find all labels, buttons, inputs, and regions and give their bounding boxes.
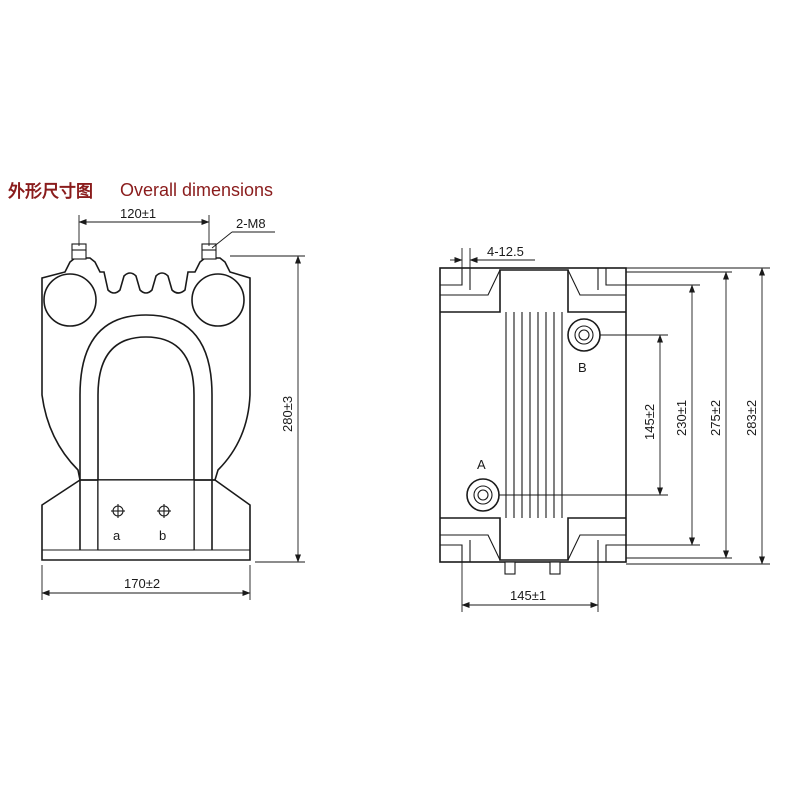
dim-label-front-width: 170±2 bbox=[124, 576, 160, 591]
dim-label-terminal-spacing: 120±1 bbox=[120, 206, 156, 221]
dim-label-front-height: 280±3 bbox=[280, 396, 295, 432]
dim-label-275: 275±2 bbox=[708, 400, 723, 436]
core-outer bbox=[79, 314, 213, 550]
title-english: Overall dimensions bbox=[120, 180, 273, 200]
bottom-stud-left bbox=[504, 561, 516, 575]
terminal-stud-left bbox=[71, 243, 87, 260]
front-view: a b 120±1 2-M8 280±3 170±2 bbox=[41, 206, 305, 600]
front-body-outline bbox=[41, 257, 251, 481]
secondary-terminal-a bbox=[111, 504, 125, 518]
terminal-b bbox=[567, 318, 601, 352]
dim-label-side-width: 145±1 bbox=[510, 588, 546, 603]
secondary-terminal-b bbox=[157, 504, 171, 518]
terminal-lobe-right bbox=[191, 273, 245, 327]
terminal-a bbox=[466, 478, 500, 512]
core-inner bbox=[97, 336, 195, 550]
side-body-outline bbox=[439, 267, 627, 563]
label-thread: 2-M8 bbox=[236, 216, 266, 231]
dim-label-terminal-spacing-side: 145±2 bbox=[642, 404, 657, 440]
terminal-label-b-side: B bbox=[578, 360, 587, 375]
label-mounting-holes: 4-12.5 bbox=[487, 244, 524, 259]
side-body-panel bbox=[440, 269, 626, 313]
terminal-label-b: b bbox=[159, 528, 166, 543]
terminal-label-a-side: A bbox=[477, 457, 486, 472]
terminal-label-a: a bbox=[113, 528, 121, 543]
secondary-terminal-box bbox=[97, 479, 195, 551]
foot-top-left bbox=[440, 268, 463, 286]
title-chinese: 外形尺寸图 bbox=[8, 181, 93, 202]
side-view: B A 4-12.5 145±2 bbox=[439, 244, 770, 612]
core-laminations bbox=[505, 312, 563, 518]
bottom-stud-right bbox=[549, 561, 561, 575]
terminal-lobe-left bbox=[43, 273, 97, 327]
foot-bottom-left bbox=[440, 544, 463, 562]
dim-label-283: 283±2 bbox=[744, 400, 759, 436]
dim-label-230: 230±1 bbox=[674, 400, 689, 436]
